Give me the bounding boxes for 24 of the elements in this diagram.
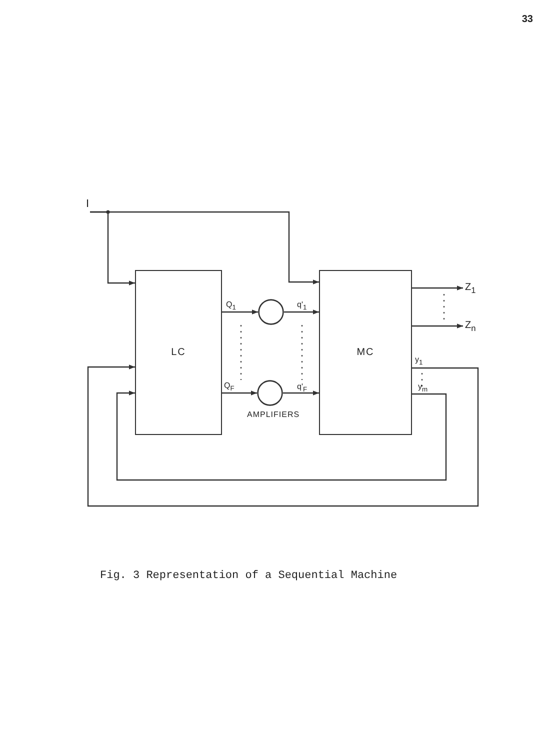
- edge-label: q'$_{F}$: [297, 383, 308, 394]
- edge-label: q'$_{1}$: [297, 301, 307, 312]
- block-box: MC: [319, 270, 412, 435]
- connector-arrow: [222, 390, 257, 396]
- page-number: 33: [522, 14, 533, 25]
- connector-arrow: [89, 211, 319, 284]
- edge-label: Q$_{F}$: [224, 382, 234, 394]
- connector-arrow: [284, 310, 319, 314]
- connector-arrow: [412, 324, 463, 328]
- edge-label: y$_{m}$: [418, 383, 428, 394]
- connector-arrow: [87, 364, 479, 507]
- signal-label: I: [86, 199, 90, 210]
- block-box: LC: [135, 270, 222, 435]
- connector-arrow: [283, 390, 319, 396]
- signal-label: Z$_{n}$: [465, 321, 476, 332]
- edge-label: y$_{1}$: [415, 356, 423, 368]
- amplifier-circle: [258, 299, 284, 325]
- signal-label: Z$_{1}$: [465, 283, 476, 294]
- connector-arrow: [222, 310, 258, 314]
- connector-arrow: [412, 286, 463, 290]
- caption-label: AMPLIFIERS: [247, 411, 300, 419]
- edge-label: Q$_{1}$: [226, 301, 236, 312]
- connector-arrow: [116, 390, 447, 481]
- figure-caption: Fig. 3 Representation of a Sequential Machine: [100, 570, 398, 582]
